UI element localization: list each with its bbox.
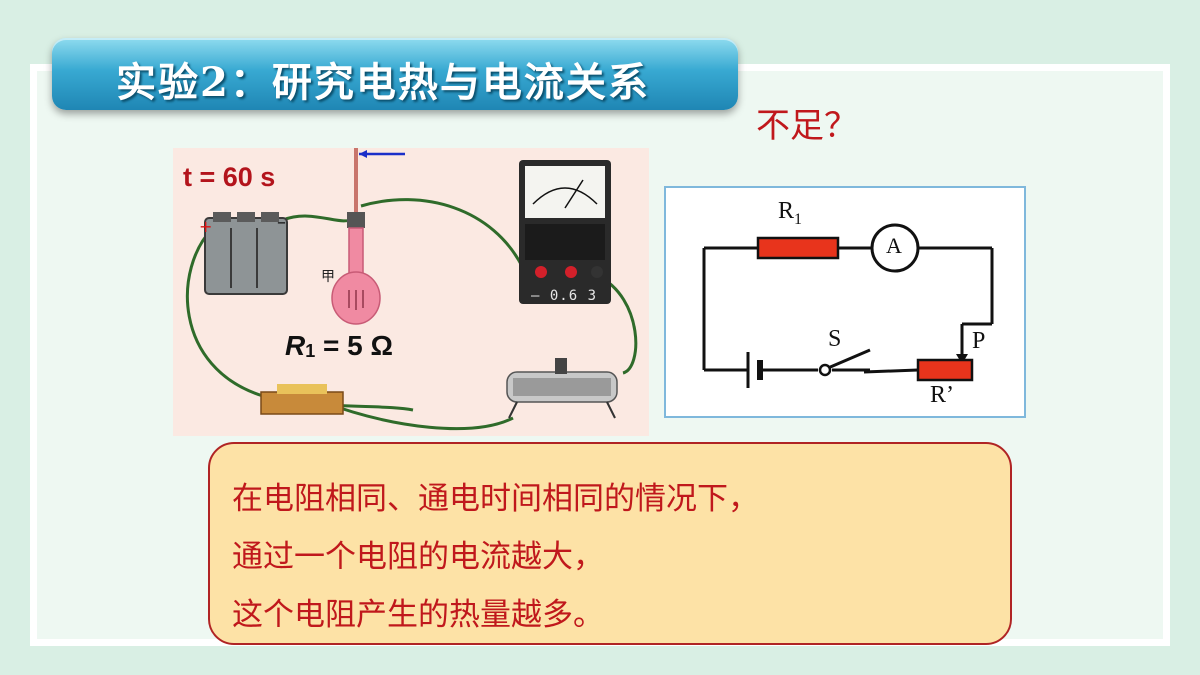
flask-tag: 甲 — [321, 269, 335, 285]
experiment-illustration: + – — [186, 148, 638, 431]
rheostat-icon — [506, 358, 618, 419]
flask-icon — [331, 148, 405, 325]
resistor-subscript: 1 — [305, 341, 316, 361]
r1-schematic-label: R1 — [778, 198, 802, 229]
title-banner: 实验2：研究电热与电流关系 — [52, 38, 738, 110]
circuit-schematic: R1 A S P R’ — [664, 186, 1026, 418]
switch-icon — [260, 384, 344, 415]
conclusion-line: 在电阻相同、通电时间相同的情况下， — [232, 481, 759, 517]
conclusion-box: 在电阻相同、通电时间相同的情况下， 通过一个电阻的电流越大， 这个电阻产生的热量… — [208, 442, 1012, 645]
battery-icon: + – — [199, 212, 288, 295]
time-label: t = 60 s — [183, 162, 276, 192]
switch-label: S — [828, 326, 842, 352]
conclusion-line: 这个电阻产生的热量越多。 — [232, 597, 604, 633]
ammeter-label: A — [886, 233, 902, 258]
resistance-label: R1 = 5 Ω — [285, 330, 393, 362]
r1-resistor-icon — [756, 236, 840, 260]
ammeter-icon — [519, 160, 611, 304]
slide-title: 实验2：研究电热与电流关系 — [116, 59, 650, 106]
resistor-symbol: R — [285, 330, 306, 361]
rheostat-label: R’ — [930, 382, 954, 408]
svg-text:–: – — [277, 212, 286, 233]
circuit-diagram — [702, 223, 994, 388]
rheostat-symbol-icon — [916, 358, 974, 382]
resistance-value: = 5 Ω — [315, 330, 393, 361]
r1-subscript: 1 — [794, 210, 803, 228]
experiment-photo: + – — [173, 148, 649, 436]
ammeter-terminal-labels: – 0.6 3 — [531, 288, 598, 304]
ammeter-symbol-icon — [870, 223, 920, 273]
r1-symbol: R — [778, 198, 795, 224]
question-text: 不足？ — [756, 106, 858, 146]
svg-text:+: + — [199, 217, 212, 236]
slider-label: P — [972, 328, 986, 354]
conclusion-line: 通过一个电阻的电流越大， — [232, 539, 604, 575]
